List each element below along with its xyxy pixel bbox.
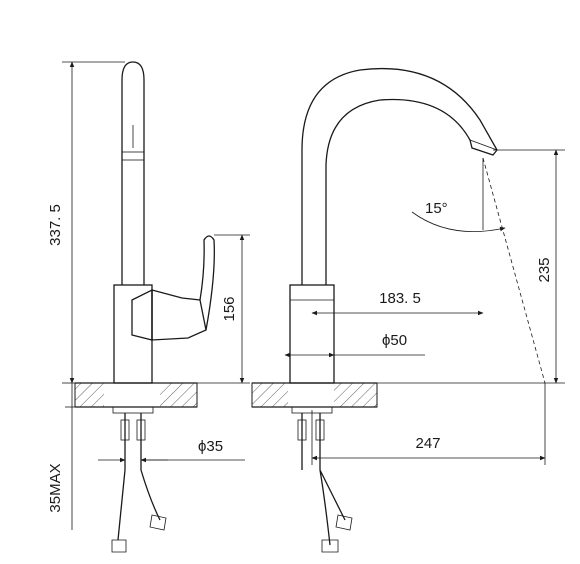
hose-left	[117, 469, 161, 541]
water-stream-line	[482, 157, 546, 384]
handle-height-label: 156	[221, 296, 238, 321]
total-reach-label: 247	[415, 435, 440, 452]
spout-reach-label: 183. 5	[379, 290, 421, 307]
deck-max-label: 35MAX	[47, 463, 64, 512]
side-view: 337. 5 156 35MAX ϕ35	[47, 61, 250, 553]
front-view: 15° 235 183. 5 ϕ50 247	[251, 67, 565, 553]
hose-diameter-label: ϕ35	[198, 438, 223, 455]
spout-tube-side	[121, 61, 145, 285]
faucet-body-front	[289, 284, 335, 384]
aerator-ring	[121, 151, 145, 161]
spout-height-label: 235	[536, 257, 553, 282]
gooseneck-spout	[301, 67, 498, 285]
body-diameter-label: ϕ50	[382, 332, 407, 349]
handle-lever	[151, 289, 207, 341]
spout-angle-label: 15°	[425, 200, 448, 217]
hose-right	[319, 469, 346, 546]
total-height-label: 337. 5	[47, 204, 64, 246]
